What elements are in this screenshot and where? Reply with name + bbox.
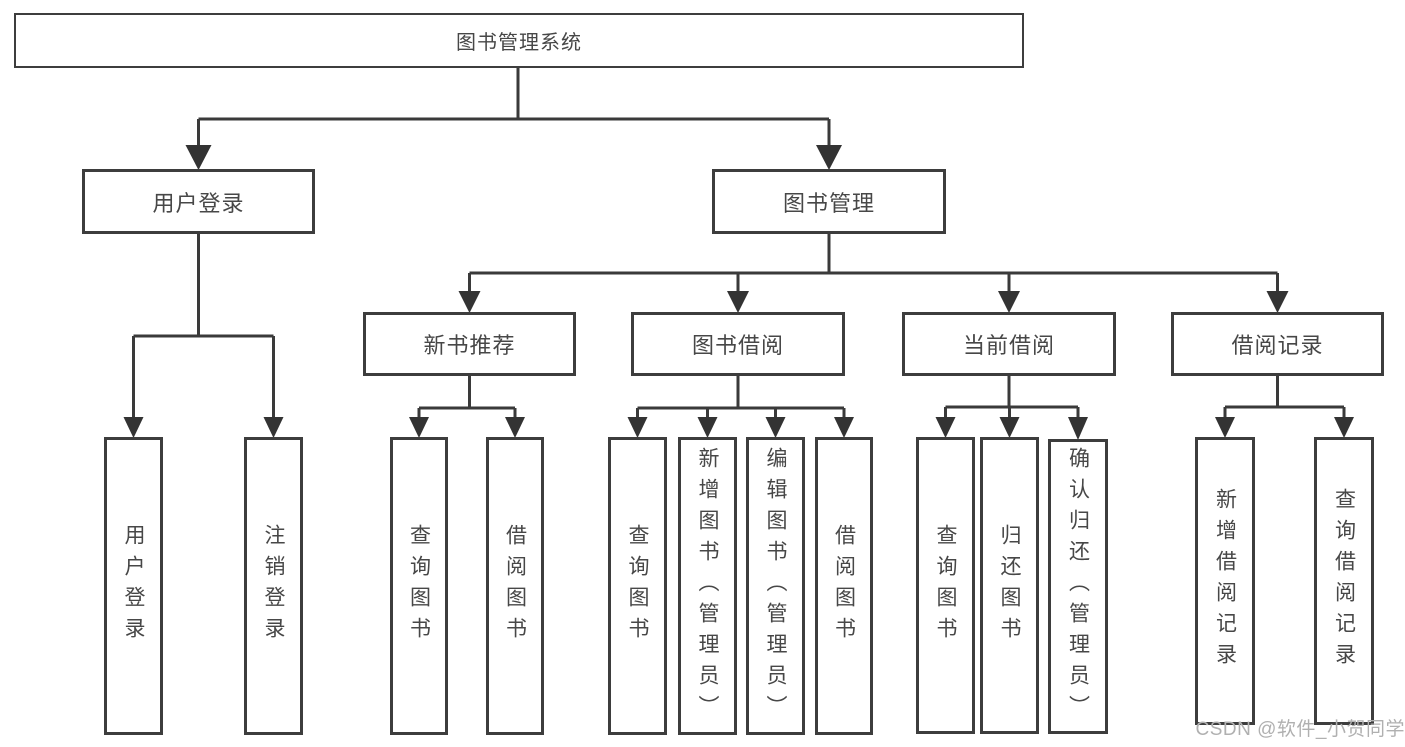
- node-label: 借阅图书: [503, 524, 527, 648]
- edge-new-book-children: [417, 376, 517, 423]
- node-label: 图书管理: [782, 190, 875, 216]
- node-label: 新书推荐: [423, 333, 516, 358]
- leaf-query-books-current: 查询图书: [916, 437, 975, 734]
- node-label: 查询借阅记录: [1332, 488, 1356, 674]
- edge-book-borrow-children: [636, 376, 846, 423]
- leaf-add-borrow-record: 新增借阅记录: [1195, 437, 1255, 725]
- csdn-watermark: CSDN @软件_小贺同学: [1195, 719, 1405, 740]
- leaf-edit-books-admin: 编辑图书（管理员）: [746, 437, 805, 735]
- node-label: 注销登录: [262, 524, 285, 648]
- node-label: 查询图书: [626, 524, 649, 648]
- leaf-query-borrow-record: 查询借阅记录: [1314, 437, 1374, 725]
- node-label: 确认归还（管理员）: [1066, 447, 1090, 726]
- node-label: 用户登录: [122, 524, 145, 648]
- arrowheads: [123, 145, 1354, 440]
- node-new-book-recommendation: 新书推荐: [363, 312, 576, 376]
- node-label: 当前借阅: [962, 333, 1055, 358]
- edge-root-to-level2: [197, 68, 831, 150]
- node-label: 借阅图书: [832, 524, 856, 648]
- leaf-add-books-admin: 新增图书（管理员）: [678, 437, 737, 735]
- node-label: 借阅记录: [1231, 333, 1324, 358]
- node-current-borrowing: 当前借阅: [902, 312, 1116, 376]
- leaf-confirm-return-admin: 确认归还（管理员）: [1048, 439, 1108, 734]
- node-label: 图书管理系统: [456, 32, 582, 54]
- leaf-query-books-recommend: 查询图书: [390, 437, 448, 735]
- leaf-return-books: 归还图书: [980, 437, 1039, 734]
- node-label: 编辑图书（管理员）: [764, 446, 787, 726]
- edge-book-management-children: [468, 234, 1279, 295]
- node-book-borrowing: 图书借阅: [631, 312, 845, 376]
- edge-borrow-records-children: [1223, 376, 1346, 423]
- leaf-borrow-books-recommend: 借阅图书: [486, 437, 544, 735]
- node-label: 查询图书: [407, 524, 431, 648]
- node-label: 新增图书（管理员）: [696, 446, 719, 726]
- edge-current-borrow-children: [944, 376, 1080, 423]
- leaf-logout: 注销登录: [244, 437, 303, 735]
- leaf-query-books-borrow: 查询图书: [608, 437, 667, 735]
- node-borrowing-records: 借阅记录: [1171, 312, 1384, 376]
- leaf-borrow-books: 借阅图书: [815, 437, 873, 735]
- node-label: 用户登录: [152, 190, 245, 216]
- node-user-login: 用户登录: [82, 169, 315, 234]
- node-label: 归还图书: [998, 523, 1021, 648]
- node-label: 新增借阅记录: [1213, 488, 1237, 674]
- node-book-management: 图书管理: [712, 169, 946, 234]
- edge-user-login-children: [132, 234, 275, 422]
- node-label: 查询图书: [934, 523, 957, 648]
- leaf-user-login: 用户登录: [104, 437, 163, 735]
- node-label: 图书借阅: [691, 333, 784, 358]
- node-library-management-system: 图书管理系统: [14, 13, 1024, 68]
